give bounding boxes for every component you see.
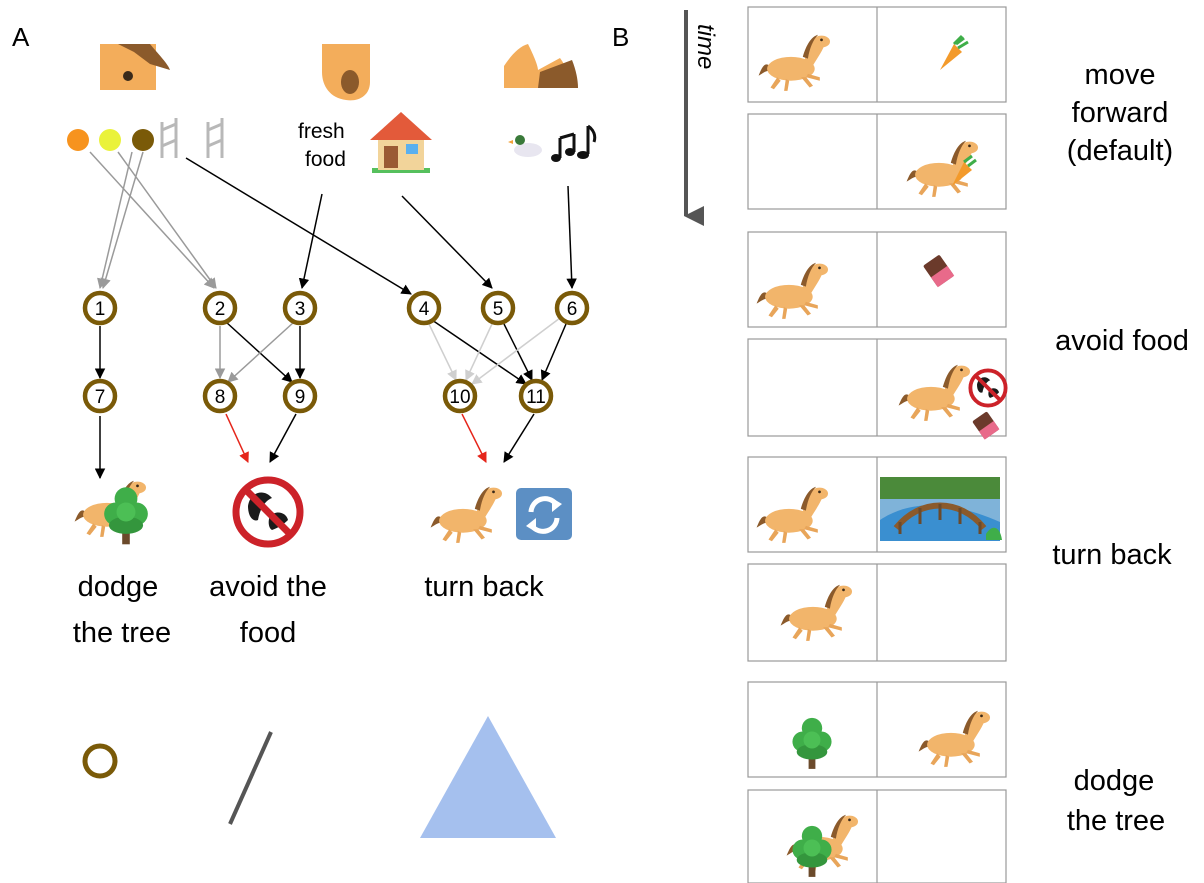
edge-6-10 — [471, 317, 561, 385]
frame-7-tree-icon — [792, 717, 832, 769]
frame-3-horse-icon — [756, 262, 828, 319]
fence-icon — [160, 118, 224, 158]
node-5: 5 — [480, 290, 516, 326]
node-9: 9 — [282, 378, 318, 414]
frame-6-horse-icon — [780, 584, 852, 641]
output-label-dodge-2: the tree — [73, 617, 171, 649]
legend-node-icon — [82, 743, 118, 779]
output-label-turn-1: turn back — [424, 571, 544, 603]
frame-4-chocolate-icon — [972, 412, 1000, 440]
edge-food-3 — [298, 193, 323, 290]
panel-a: A fresh food — [12, 22, 597, 838]
svg-text:3: 3 — [295, 299, 306, 320]
output-label-dodge-1: dodge — [78, 571, 159, 603]
svg-text:11: 11 — [526, 387, 546, 408]
edge-fence-4 — [185, 157, 412, 295]
time-label: time — [692, 24, 719, 69]
edges-hidden-layer — [94, 317, 567, 385]
node-3: 3 — [282, 290, 318, 326]
panel-a-label: A — [12, 22, 30, 52]
row-label-move-3: (default) — [1067, 135, 1173, 167]
output-label-avoid-2: food — [240, 617, 296, 649]
music-notes-icon — [551, 124, 597, 162]
edge-music-6 — [566, 185, 577, 290]
edge-orange-2 — [89, 151, 215, 289]
edges-input-layer — [89, 151, 577, 295]
legend-edge-icon — [228, 731, 273, 825]
svg-text:10: 10 — [449, 387, 470, 408]
svg-text:7: 7 — [95, 387, 106, 408]
horse-turn-back-icon — [430, 486, 502, 543]
svg-text:9: 9 — [295, 387, 306, 408]
frames — [747, 6, 1007, 883]
node-2: 2 — [202, 290, 238, 326]
row-label-avoid: avoid food — [1055, 325, 1189, 357]
svg-text:8: 8 — [215, 387, 226, 408]
row-label-turn: turn back — [1052, 539, 1172, 571]
edge-9-out — [269, 413, 297, 463]
edge-2-9 — [225, 321, 293, 383]
refresh-icon — [516, 488, 572, 540]
edge-6-11 — [540, 323, 567, 381]
fresh-food-text-2: food — [305, 148, 346, 171]
edge-5-11 — [503, 323, 533, 381]
ear-input-icon — [504, 44, 578, 88]
row-label-move-2: forward — [1072, 97, 1169, 129]
eye-input-icon — [100, 44, 170, 90]
frame-4-horse-icon — [898, 364, 970, 421]
edge-11-out — [503, 413, 535, 463]
svg-text:2: 2 — [215, 299, 226, 320]
house-icon — [370, 112, 432, 173]
node-11: 11 — [518, 378, 554, 414]
panel-b: B time — [612, 6, 1189, 883]
edge-4-10 — [427, 321, 457, 381]
panel-b-label: B — [612, 22, 629, 52]
fresh-food-text-1: fresh — [298, 120, 345, 143]
frame-4-no-food-icon — [968, 368, 1008, 408]
frame-1-horse-icon — [758, 34, 830, 91]
edge-yellow-1 — [97, 151, 133, 290]
legend-triangle-icon — [420, 716, 556, 838]
frame-5-horse-icon — [756, 486, 828, 543]
edge-3-8 — [227, 321, 295, 383]
edge-house-5 — [401, 195, 493, 289]
no-food-sign-icon — [236, 480, 300, 544]
row-label-dodge-1: dodge — [1074, 765, 1155, 797]
carrot-icon — [940, 34, 969, 70]
yellow-dot — [99, 129, 121, 151]
svg-text:5: 5 — [493, 299, 504, 320]
carrot-eaten-icon — [952, 154, 977, 186]
node-6: 6 — [554, 290, 590, 326]
frame-7-horse-icon — [918, 710, 990, 767]
output-label-avoid-1: avoid the — [209, 571, 327, 603]
chocolate-icon — [923, 255, 955, 288]
edge-yellow-2 — [117, 151, 217, 289]
bridge-scene-image — [880, 477, 1002, 541]
node-1: 1 — [82, 290, 118, 326]
nose-input-icon — [322, 44, 370, 101]
frame-8-tree-icon — [792, 825, 832, 877]
node-8: 8 — [202, 378, 238, 414]
row-label-move-1: move — [1085, 59, 1156, 91]
brown-dot — [132, 129, 154, 151]
node-4: 4 — [406, 290, 442, 326]
node-10: 10 — [442, 378, 478, 414]
duck-icon — [508, 135, 542, 157]
orange-dot — [67, 129, 89, 151]
svg-text:1: 1 — [95, 299, 106, 320]
svg-text:4: 4 — [419, 299, 430, 320]
horse-dodge-tree-icon — [74, 480, 148, 545]
svg-text:6: 6 — [567, 299, 578, 320]
node-7: 7 — [82, 378, 118, 414]
edges-output-layer — [94, 413, 535, 480]
edge-brown-1 — [100, 151, 144, 290]
edge-10-out — [461, 413, 487, 463]
row-label-dodge-2: the tree — [1067, 805, 1165, 837]
edge-8-out — [225, 413, 249, 463]
edge-5-10 — [465, 323, 493, 381]
